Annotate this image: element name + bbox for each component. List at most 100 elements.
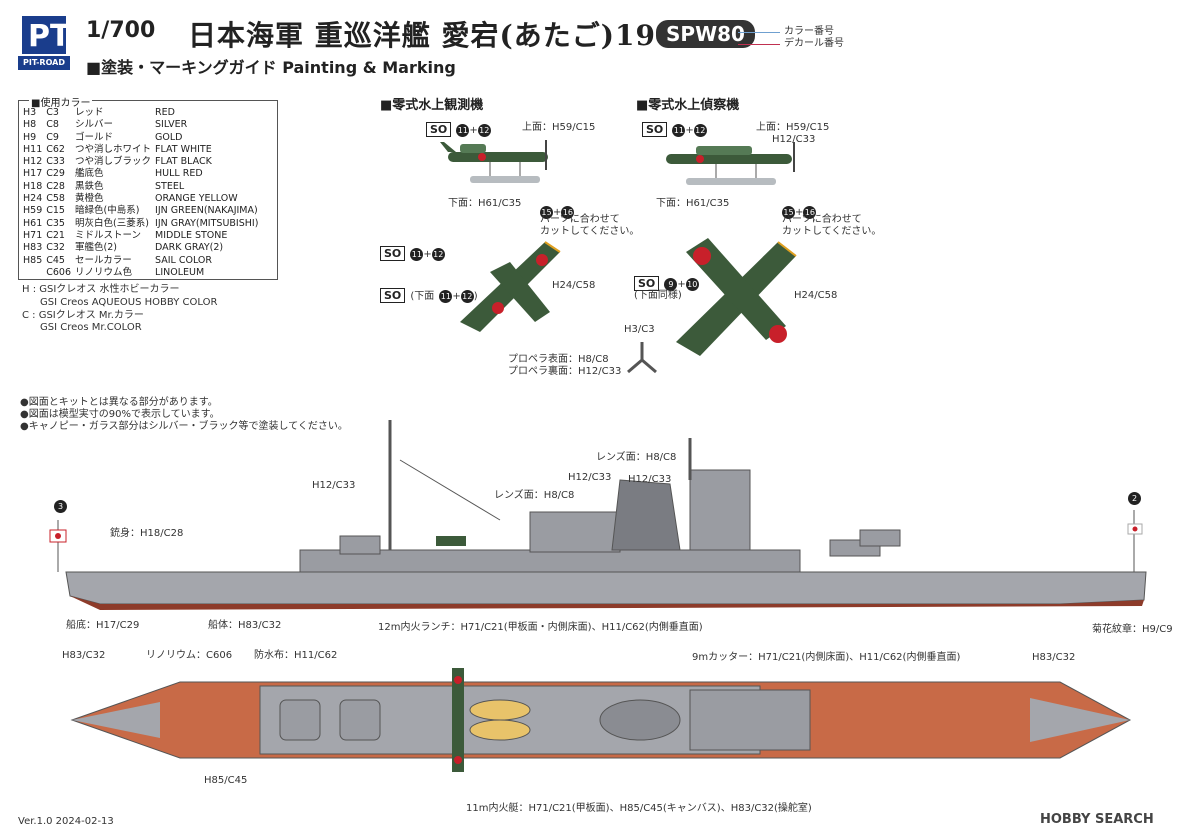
color-cell-h: H61 <box>23 217 43 229</box>
rec-lower-color: 下面：H61/C35 <box>656 198 730 209</box>
color-cell-c: C62 <box>46 143 65 155</box>
logo-text: PIT-ROAD <box>18 56 70 70</box>
rec-canopy-color: H12/C33 <box>772 134 816 145</box>
color-cell-h: H59 <box>23 205 43 217</box>
note-mr-color-jp: C : GSIクレオス Mr.カラー <box>22 310 144 321</box>
color-cell-en: SILVER <box>155 119 188 131</box>
color-cell-jp: セールカラー <box>75 254 132 266</box>
scale-label: 1/700 <box>86 18 156 43</box>
color-cell-jp: レッド <box>75 107 104 118</box>
color-cell-en: GOLD <box>155 131 183 143</box>
color-cell-c: C58 <box>46 193 65 205</box>
color-cell-c: C606 <box>46 266 72 278</box>
hull-bottom-color: 船底：H17/C29 <box>66 620 140 631</box>
so-tag: SO <box>426 122 452 137</box>
rec-cut-note-2: カットしてください。 <box>782 226 882 237</box>
rec-side-aircraft-illustration <box>666 142 795 185</box>
legend-color-text: カラー番号 <box>784 26 834 37</box>
propeller-icon <box>627 342 657 374</box>
obs-lower-color: 下面：H61/C35 <box>448 198 522 209</box>
color-cell-en: STEEL <box>155 180 185 192</box>
launch12-color: 12m内火ランチ：H71/C21(甲板面・内側床面)、H11/C62(内側垂直面… <box>378 622 703 633</box>
sail-color: H85/C45 <box>204 775 248 786</box>
color-cell-en: FLAT BLACK <box>155 156 212 168</box>
prop-front-color: プロペラ表面：H8/C8 <box>508 354 609 365</box>
gun-barrel-color: 銃身：H18/C28 <box>110 528 184 539</box>
color-cell-jp: 黄橙色 <box>75 193 104 205</box>
obs-aircraft-title: ■零式水上観測機 <box>380 98 484 113</box>
cutter9-color: 9mカッター：H71/C21(内側床面)、H11/C62(内側垂直面) <box>692 652 961 663</box>
obs-cut-decal-row: 15+16 <box>540 206 575 219</box>
color-cell-h: H83 <box>23 242 43 254</box>
color-cell-jp: 軍艦色(2) <box>75 242 117 254</box>
legend-decal-line <box>738 44 780 45</box>
color-cell-c: C45 <box>46 254 65 266</box>
page-subtitle: ■塗装・マーキングガイド Painting & Marking <box>86 58 456 77</box>
note-3: ●キャノピー・ガラス部分はシルバー・ブラック等で塗装してください。 <box>20 421 348 432</box>
note-hobby-color-en: GSI Creos AQUEOUS HOBBY COLOR <box>40 297 218 308</box>
obs-plan-color: H24/C58 <box>552 280 596 291</box>
color-cell-en: HULL RED <box>155 168 203 180</box>
linoleum-color: リノリウム：C606 <box>146 650 233 661</box>
color-cell-jp: リノリウム色 <box>75 266 133 278</box>
note-hobby-color-jp: H : GSIクレオス 水性ホビーカラー <box>22 284 180 295</box>
obs-upper-color: 上面：H59/C15 <box>522 122 596 133</box>
decal-marker-2: 2 <box>1128 492 1141 505</box>
color-cell-c: C28 <box>46 180 65 192</box>
obs-plan-so-row: SO 11+12 <box>380 242 445 261</box>
color-cell-c: C15 <box>46 205 65 217</box>
color-cell-jp: 暗緑色(中島系) <box>75 205 140 217</box>
color-cell-jp: ミドルストーン <box>75 229 142 241</box>
rec-cut-decal-row: 15+16 <box>782 206 817 219</box>
ship-top-view <box>70 668 1132 772</box>
obs-plan-so-under-row: SO (下面 11+12) <box>380 284 478 303</box>
decal-number: 12 <box>477 124 491 137</box>
funnel1-color: H12/C33 <box>568 472 612 483</box>
color-cell-c: C33 <box>46 156 65 168</box>
color-cell-h: H71 <box>23 229 43 241</box>
color-cell-h: H18 <box>23 180 43 192</box>
color-cell-en: IJN GREEN(NAKAJIMA) <box>155 205 258 217</box>
rec-plan-under-note: (下面同様) <box>634 290 682 301</box>
color-cell-c: C35 <box>46 217 65 229</box>
color-cell-jp: 黒鉄色 <box>75 180 104 192</box>
color-cell-c: C32 <box>46 242 65 254</box>
color-cell-h: H3 <box>23 107 37 118</box>
rec-plan-so-row: SO 9+10 <box>634 272 699 291</box>
rec-aircraft-title: ■零式水上偵察機 <box>636 98 740 113</box>
color-cell-h: H11 <box>23 143 43 155</box>
color-cell-en: LINOLEUM <box>155 266 205 278</box>
color-cell-c: C29 <box>46 168 65 180</box>
prop-tip-color: H3/C3 <box>624 324 655 335</box>
obs-cut-note-2: カットしてください。 <box>540 226 640 237</box>
color-cell-jp: シルバー <box>75 119 114 131</box>
logo-mark: PT <box>22 16 71 54</box>
color-cell-h: H8 <box>23 119 37 131</box>
version-label: Ver.1.0 2024-02-13 <box>18 816 114 827</box>
stern-top-color: H83/C32 <box>1032 652 1076 663</box>
chrysanthemum-color: 菊花紋章：H9/C9 <box>1092 624 1173 635</box>
svg-text:PT: PT <box>28 19 66 54</box>
note-1: ●図面とキットとは異なる部分があります。 <box>20 397 218 408</box>
obs-plan-aircraft-illustration <box>460 241 561 332</box>
decal-number: 11 <box>456 124 470 137</box>
watermark-brand: HOBBY SEARCH <box>1040 812 1154 827</box>
rec-plan-aircraft-illustration <box>676 238 797 356</box>
color-cell-c: C21 <box>46 229 65 241</box>
color-cell-en: FLAT WHITE <box>155 143 212 155</box>
color-cell-c: C3 <box>46 107 59 118</box>
color-cell-h: H12 <box>23 156 43 168</box>
rec-plan-color: H24/C58 <box>794 290 838 301</box>
